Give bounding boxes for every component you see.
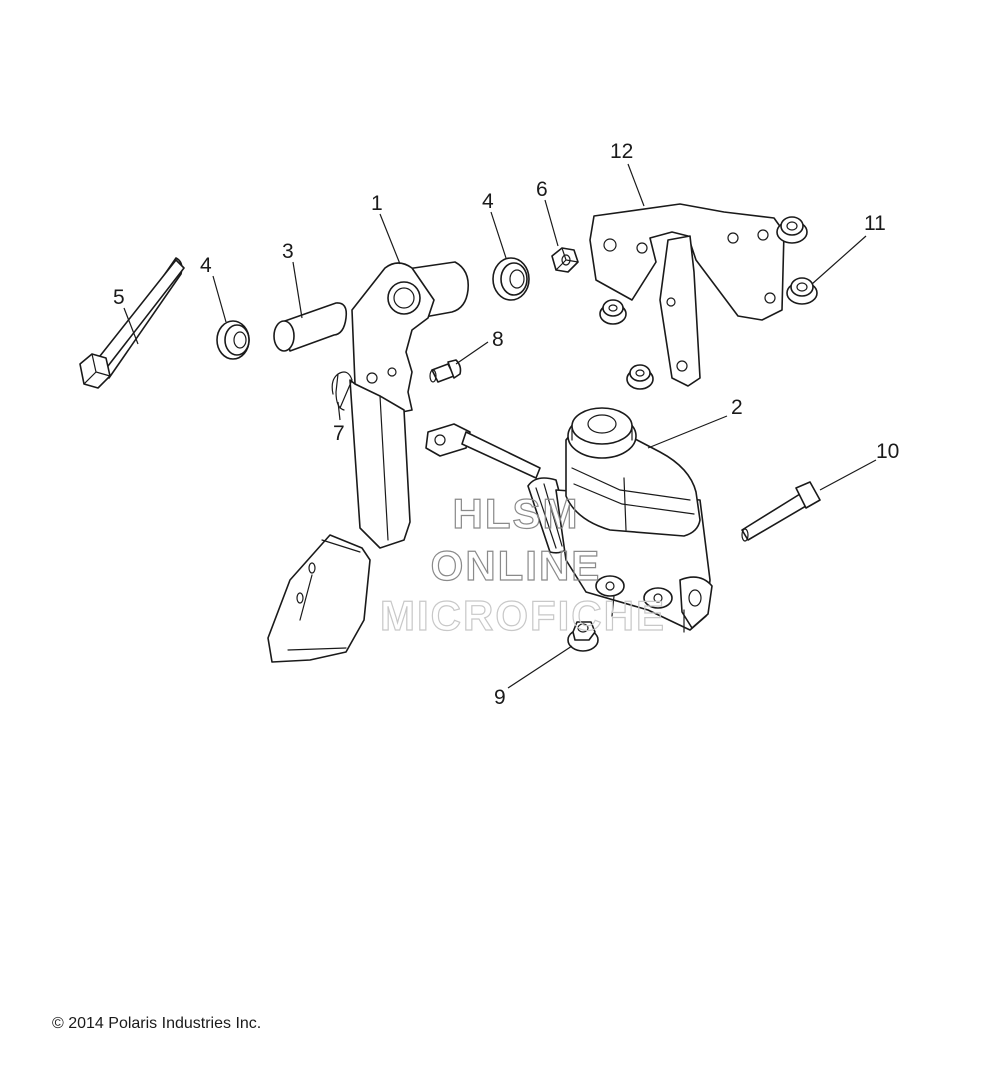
- callout-labels: 1 2 3 4 4 5 6 7 8 9 10 11 12: [113, 140, 899, 709]
- watermark: HLSM ONLINE MICROFICHE: [379, 489, 666, 639]
- leader-lines: [123, 163, 877, 689]
- tube-part-3: [273, 302, 348, 352]
- callout-4-left: 4: [200, 254, 212, 277]
- watermark-line-2: ONLINE: [431, 542, 602, 589]
- callout-1: 1: [371, 192, 383, 215]
- flange-nut-part-11-d: [626, 364, 654, 390]
- watermark-line-3: MICROFICHE: [380, 592, 666, 639]
- copyright-notice: © 2014 Polaris Industries Inc.: [52, 1015, 262, 1032]
- flange-nut-part-11-a: [776, 216, 808, 244]
- callout-11: 11: [864, 212, 886, 235]
- hair-pin-clip-part-7: [331, 371, 353, 411]
- callout-4-right: 4: [482, 190, 494, 213]
- callout-2: 2: [731, 396, 743, 419]
- callout-3: 3: [282, 240, 294, 263]
- watermark-line-1: HLSM: [453, 490, 580, 537]
- brake-pedal-part-1: [267, 261, 470, 663]
- callout-10: 10: [876, 440, 899, 463]
- callout-12: 12: [610, 140, 633, 163]
- bolt-part-5: [79, 257, 185, 389]
- hex-nut-part-6: [551, 247, 579, 273]
- flange-nut-part-11-c: [599, 299, 627, 325]
- bolt-part-10: [741, 481, 821, 542]
- flange-nut-part-11-b: [786, 277, 818, 305]
- callout-9: 9: [494, 686, 506, 709]
- callout-7: 7: [333, 422, 345, 445]
- callout-6: 6: [536, 178, 548, 201]
- bushing-part-4-right: [492, 257, 530, 301]
- bushing-part-4-left: [216, 320, 250, 360]
- clevis-pin-part-8: [429, 359, 462, 383]
- master-cylinder-part-2: [425, 407, 713, 633]
- mounting-bracket-part-12: [589, 203, 785, 387]
- callout-5: 5: [113, 286, 125, 309]
- flange-nut-part-9: [567, 621, 599, 652]
- callout-8: 8: [492, 328, 504, 351]
